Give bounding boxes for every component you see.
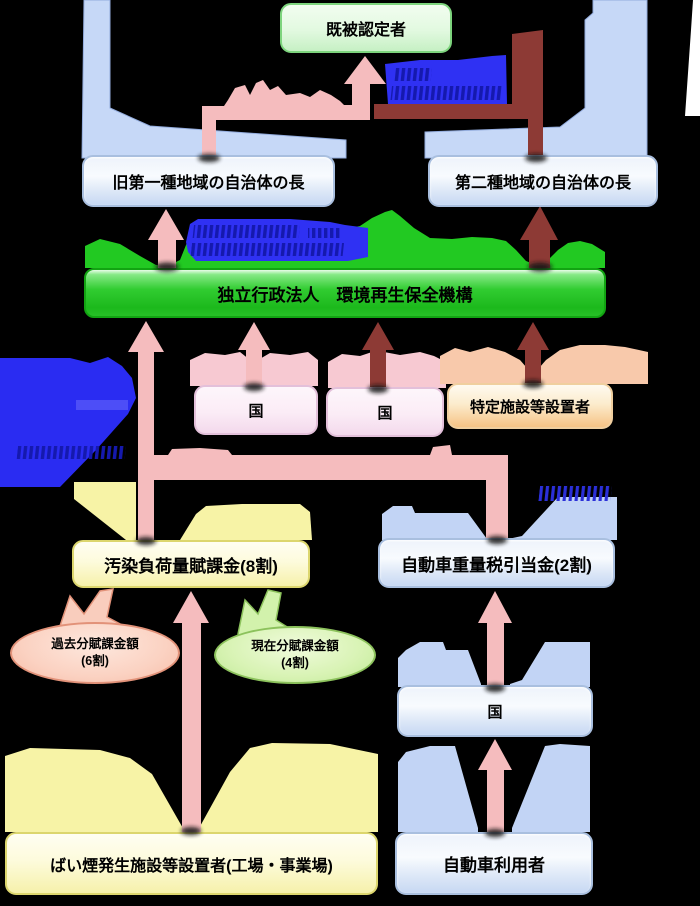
node-kuni-left: 国 bbox=[194, 385, 318, 435]
arrow-kuni-bottom-to-jyuryo bbox=[478, 591, 512, 687]
node-osen-fuka-label: 汚染負荷量賦課金(8割) bbox=[104, 556, 278, 576]
blue-halo-jyuryo-right bbox=[508, 497, 617, 540]
node-jyuryozei-label: 自動車重量税引当金(2割) bbox=[401, 555, 592, 575]
node-kuni-mid: 国 bbox=[326, 387, 444, 437]
arrow-kuni-mid-to-erca bbox=[362, 322, 394, 388]
illegible-label-row-right bbox=[538, 486, 613, 501]
node-erca-bar: 独立行政法人 環境再生保全機構 bbox=[84, 268, 606, 318]
node-beneficiary-label: 既被認定者 bbox=[325, 22, 406, 39]
node-beneficiary: 既被認定者 bbox=[280, 3, 452, 53]
node-kuni-left-label: 国 bbox=[248, 402, 264, 420]
yellow-halo-osen-left bbox=[74, 482, 136, 540]
illegible-label-blob-left bbox=[0, 357, 136, 487]
node-class2-gov-label: 第二種地域の自治体の長 bbox=[454, 175, 631, 192]
arrow-erca-to-gov-left bbox=[148, 209, 184, 268]
node-tokutei: 特定施設等設置者 bbox=[447, 383, 613, 429]
bubble-kako-line1: 過去分賦課金額 bbox=[51, 637, 139, 652]
blue-halo-caruser-left bbox=[398, 746, 478, 832]
arrow-kuni-left-to-erca bbox=[238, 322, 270, 386]
arrow-tokutei-to-erca bbox=[517, 322, 549, 384]
node-baien: ばい煙発生施設等設置者(工場・事業場) bbox=[5, 832, 378, 895]
arrow-erca-to-gov-right bbox=[520, 206, 558, 268]
blue-halo-caruser-right bbox=[512, 744, 590, 832]
node-kuni-mid-label: 国 bbox=[377, 404, 393, 422]
node-car-user-label: 自動車利用者 bbox=[443, 856, 545, 875]
blue-halo-kuni-bottom-right bbox=[510, 642, 590, 687]
yellow-halo-osen-right bbox=[180, 504, 312, 540]
node-kuni-bottom-label: 国 bbox=[487, 703, 503, 721]
node-old-class1-gov: 旧第一種地域の自治体の長 bbox=[82, 155, 335, 207]
peach-halo-tokutei bbox=[440, 345, 648, 384]
node-jyuryozei: 自動車重量税引当金(2割) bbox=[378, 538, 615, 588]
pink-halo-kuni-mid bbox=[328, 352, 446, 388]
bubble-kako-line2: (6割) bbox=[81, 654, 109, 668]
node-tokutei-label: 特定施設等設置者 bbox=[469, 398, 590, 416]
bubble-genzai: 現在分賦課金額 (4割) bbox=[214, 626, 376, 684]
right-blue-band bbox=[424, 0, 648, 159]
node-baien-label: ばい煙発生施設等設置者(工場・事業場) bbox=[50, 857, 333, 875]
node-class2-gov: 第二種地域の自治体の長 bbox=[428, 155, 658, 207]
yellow-halo-baien bbox=[5, 743, 378, 832]
node-old-class1-gov-label: 旧第一種地域の自治体の長 bbox=[112, 175, 305, 192]
illegible-label-blob-mid bbox=[186, 219, 368, 261]
arrow-gov-right-to-beneficiary bbox=[374, 30, 543, 158]
blue-halo-jyuryo-left bbox=[382, 506, 487, 540]
white-corner-wedge bbox=[685, 0, 700, 116]
blue-halo-kuni-bottom bbox=[398, 642, 481, 687]
arrow-gov-left-to-beneficiary bbox=[202, 56, 386, 158]
bubble-genzai-line1: 現在分賦課金額 bbox=[251, 639, 339, 654]
node-erca-label: 独立行政法人 環境再生保全機構 bbox=[217, 285, 473, 305]
node-osen-fuka: 汚染負荷量賦課金(8割) bbox=[72, 540, 310, 588]
bubble-genzai-line2: (4割) bbox=[281, 656, 309, 670]
node-car-user: 自動車利用者 bbox=[395, 832, 593, 895]
arrow-caruser-to-kuni-bottom bbox=[478, 739, 512, 832]
arrow-baien-to-osen bbox=[173, 591, 209, 832]
bubble-kako: 過去分賦課金額 (6割) bbox=[10, 622, 180, 684]
illegible-label-blob-top bbox=[385, 55, 507, 104]
node-kuni-bottom: 国 bbox=[397, 685, 593, 737]
